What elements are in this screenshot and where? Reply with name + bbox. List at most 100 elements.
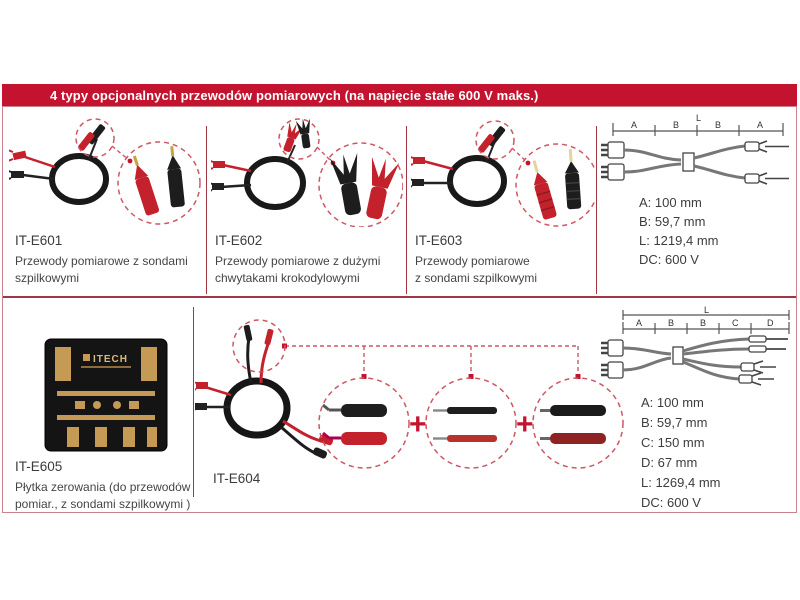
- plug-connector-icon: [601, 163, 625, 181]
- column-divider: [193, 307, 194, 497]
- plug-connector-icon: [601, 141, 625, 159]
- plus-sign: +: [409, 408, 427, 441]
- spec-line: L: 1269,4 mm: [641, 475, 721, 490]
- column-divider: [206, 126, 207, 294]
- fork-connector-icon: [411, 156, 425, 166]
- zoom-callout-large-circle: [318, 142, 403, 227]
- it-e601-dimension-diagram: A B L B A: [601, 113, 789, 185]
- it-e604-photo: + +: [195, 319, 624, 469]
- it-e603-photo: [411, 120, 595, 227]
- zoom-callout-circle: [532, 377, 624, 469]
- svg-text:B: B: [700, 318, 706, 328]
- probe-tip-icon: [243, 324, 253, 342]
- section-title: 4 typy opcjonalnych przewodów pomiarowyc…: [50, 87, 539, 103]
- fork-connector-icon: [211, 160, 225, 170]
- spec-list-bottom: A: 100 mm B: 59,7 mm C: 150 mm D: 67 mm …: [641, 393, 721, 513]
- fork-connector-icon: [195, 402, 207, 412]
- spec-line: A: 100 mm: [639, 195, 702, 210]
- it-e602-photo: [211, 118, 403, 227]
- spec-line: DC: 600 V: [639, 252, 699, 267]
- cable-junction-icon: [672, 346, 684, 365]
- plus-sign: +: [516, 408, 534, 441]
- it-e601-photo: [9, 118, 201, 225]
- product-code: IT-E605: [15, 459, 63, 474]
- spec-line: DC: 600 V: [641, 495, 701, 510]
- probe-tip-icon: [478, 134, 495, 153]
- pen-probe-icon: [433, 435, 497, 442]
- svg-text:A: A: [757, 120, 763, 130]
- svg-text:D: D: [767, 318, 774, 328]
- product-table: IT-E601 Przewody pomiarowe z sondami szp…: [2, 106, 797, 513]
- plug-connector-icon: [601, 339, 624, 357]
- red-probe-icon: [532, 160, 557, 220]
- croc-clip-icon: [740, 360, 776, 374]
- clip-probe-icon: [744, 140, 789, 153]
- it-e604-dimension-diagram: L A B B C D: [601, 305, 790, 386]
- brand-logo-icon: [83, 354, 90, 361]
- fork-connector-icon: [195, 381, 208, 391]
- it-e605-photo: ITECH: [44, 338, 168, 452]
- spec-line: A: 100 mm: [641, 395, 704, 410]
- pen-probe-icon: [433, 407, 497, 414]
- svg-text:A: A: [631, 120, 637, 130]
- croc-clip-icon: [738, 372, 774, 386]
- product-description: Przewody pomiarowe z sondami szpilkowymi: [415, 254, 538, 285]
- cable-coil-icon: [447, 155, 507, 207]
- zoom-callout-small-circle: [232, 319, 286, 373]
- zoom-callout-small-circle: [475, 120, 515, 160]
- zoom-callout-large-circle: [515, 143, 595, 227]
- spec-line: D: 67 mm: [641, 455, 698, 470]
- section-header: 4 typy opcjonalnych przewodów pomiarowyc…: [2, 84, 797, 106]
- zoom-callout-small-circle: [278, 118, 320, 160]
- banana-plug-icon: [748, 345, 786, 353]
- red-probe-icon: [132, 155, 160, 216]
- probe-tip-icon: [264, 328, 274, 346]
- croc-clip-icon: [366, 156, 400, 220]
- spec-line: C: 150 mm: [641, 435, 705, 450]
- svg-text:B: B: [673, 120, 679, 130]
- fork-connector-icon: [411, 178, 424, 188]
- svg-text:B: B: [715, 120, 721, 130]
- spec-list-top: A: 100 mm B: 59,7 mm L: 1219,4 mm DC: 60…: [639, 193, 719, 269]
- column-divider: [596, 126, 597, 294]
- test-probe-icon: [540, 405, 606, 416]
- probe-tip-icon: [78, 132, 95, 151]
- product-code: IT-E602: [215, 233, 263, 248]
- product-description: Płytka zerowania (do przewodów pomiar., …: [15, 480, 191, 511]
- product-code: IT-E601: [15, 233, 63, 248]
- fork-connector-icon: [211, 182, 224, 192]
- black-probe-icon: [167, 146, 185, 208]
- product-description: Przewody pomiarowe z sondami szpilkowymi: [15, 254, 188, 285]
- black-probe-icon: [564, 148, 582, 210]
- clip-probe-icon: [744, 172, 789, 185]
- product-code: IT-E604: [213, 471, 261, 486]
- product-code: IT-E603: [415, 233, 463, 248]
- spec-line: L: 1219,4 mm: [639, 233, 719, 248]
- fork-connector-icon: [9, 170, 24, 180]
- cable-coil-icon: [223, 377, 291, 439]
- brand-text: ITECH: [93, 354, 128, 365]
- cable-coil-icon: [244, 156, 306, 210]
- cable-coil-icon: [49, 153, 109, 205]
- cable-junction-icon: [682, 152, 695, 172]
- banana-plug-icon: [748, 335, 788, 343]
- plug-connector-icon: [601, 361, 624, 379]
- column-divider: [406, 126, 407, 294]
- product-description: Przewody pomiarowe z dużymi chwytakami k…: [215, 254, 381, 285]
- spec-line: B: 59,7 mm: [639, 214, 706, 229]
- test-probe-icon: [540, 433, 606, 444]
- row-divider: [3, 296, 796, 298]
- svg-text:A: A: [636, 318, 642, 328]
- croc-clip-icon: [295, 118, 311, 149]
- zoom-callout-circle: [318, 377, 410, 469]
- grabber-clip-icon: [322, 431, 387, 445]
- zoom-callout-circle: [425, 377, 517, 469]
- zoom-callout-large-circle: [117, 141, 201, 225]
- svg-text:L: L: [696, 113, 701, 123]
- croc-clip-icon: [329, 153, 361, 216]
- svg-text:C: C: [732, 318, 739, 328]
- zoom-callout-small-circle: [75, 118, 115, 158]
- grabber-clip-icon: [322, 403, 387, 417]
- croc-clip-icon: [283, 122, 303, 153]
